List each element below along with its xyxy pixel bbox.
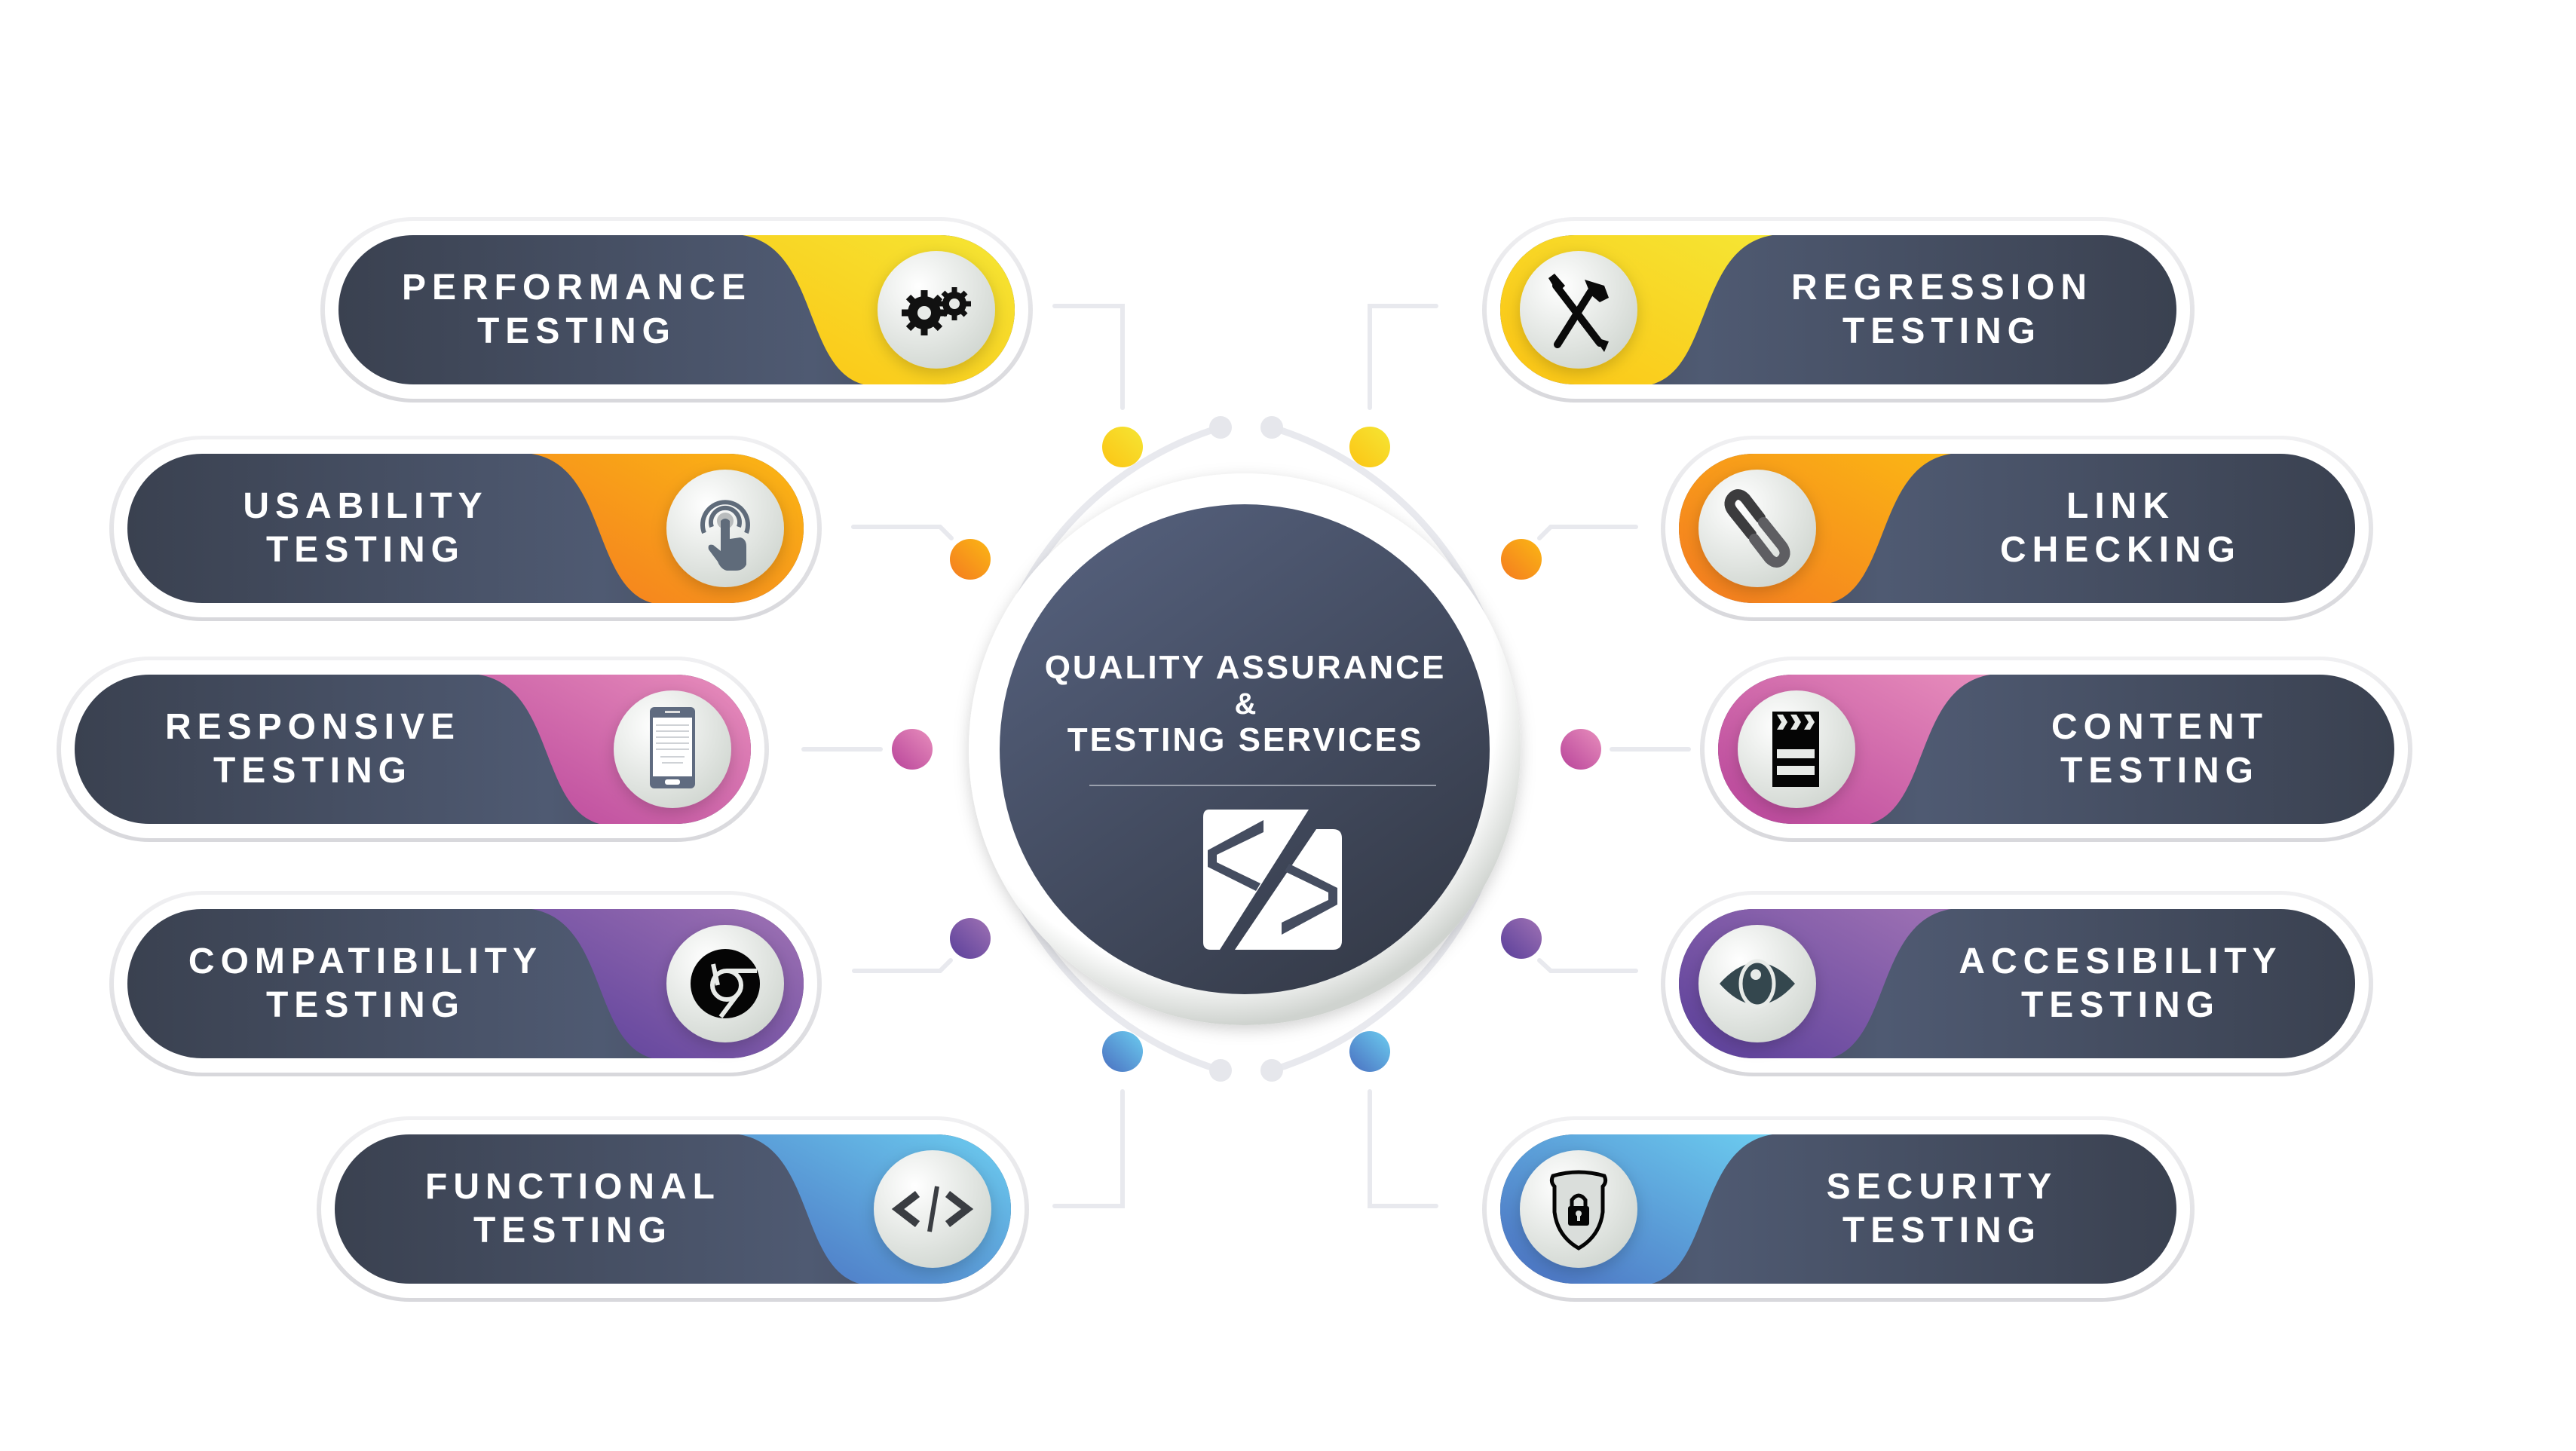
dot-pink-right (1561, 729, 1601, 770)
dot-purple-left (950, 918, 991, 959)
center-divider (1089, 785, 1436, 786)
touch-hand-icon (668, 471, 783, 586)
shield-lock-icon (1521, 1152, 1636, 1266)
tools-icon (1521, 253, 1636, 367)
dot-purple-right (1501, 918, 1542, 959)
chain-link-icon (1700, 471, 1815, 586)
dot-pink-left (892, 729, 933, 770)
center-title-ampersand: & (1234, 687, 1257, 721)
clapperboard-icon (1739, 692, 1854, 807)
eye-icon (1700, 926, 1815, 1041)
code-brackets-logo-icon (1203, 810, 1342, 950)
smartphone-icon (615, 692, 730, 807)
code-icon (875, 1152, 990, 1266)
dot-blue-right (1349, 1031, 1390, 1072)
dot-orange-left (950, 539, 991, 580)
center-title: QUALITY ASSURANCE & TESTING SERVICES (1019, 648, 1472, 760)
browser-chrome-icon (668, 926, 783, 1041)
dot-blue-left (1102, 1031, 1143, 1072)
center-title-line1: QUALITY ASSURANCE (1044, 649, 1447, 686)
center-title-line3: TESTING SERVICES (1067, 721, 1424, 758)
gears-icon (879, 253, 994, 367)
dot-yellow-right (1349, 427, 1390, 467)
dot-yellow-left (1102, 427, 1143, 467)
dot-orange-right (1501, 539, 1542, 580)
